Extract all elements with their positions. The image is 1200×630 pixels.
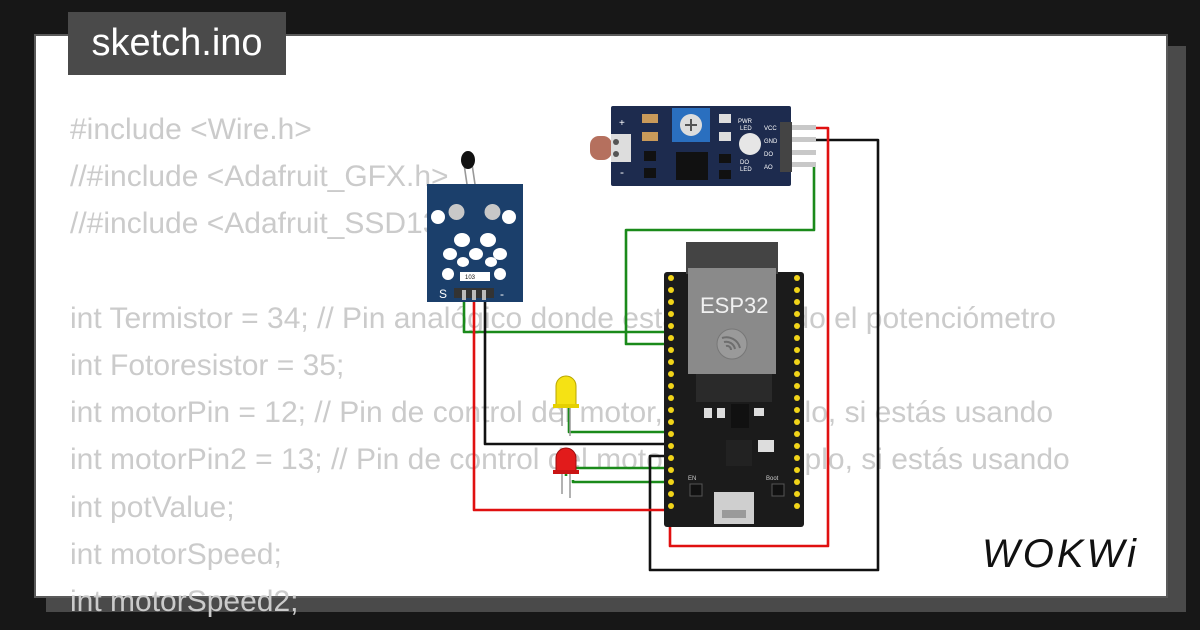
code-line: int potValue; [70, 490, 235, 524]
wire-ldr-vcc [668, 126, 830, 548]
ldr-plus-label: + [619, 118, 625, 129]
code-line: int Fotoresistor = 35; [70, 349, 345, 383]
pin-vcc-label: VCC [764, 126, 777, 132]
file-tab-sketch[interactable]: sketch.ino [68, 12, 286, 75]
svg-text:DO: DO [740, 160, 749, 166]
wire-led-red-1 [564, 466, 672, 476]
code-line: //#include <Adafruit_GFX.h> [70, 160, 449, 194]
circuit-diagram: + - PWR LED DO LED VCC GND [427, 106, 880, 572]
wire-led-yellow [567, 392, 672, 434]
ntc-pin-minus-label: - [500, 287, 504, 301]
pin-gnd-label: GND [764, 139, 778, 145]
led-red[interactable] [553, 447, 579, 498]
wokwi-logo: WOKWi [982, 532, 1139, 576]
svg-text:LED: LED [740, 167, 752, 173]
wire-ntc-signal [462, 298, 672, 334]
esp32-board[interactable]: ESP32 EN Boot [664, 242, 804, 527]
ntc-module[interactable]: 103 S - [427, 151, 523, 302]
esp32-label: ESP32 [700, 293, 769, 318]
wire-led-red-2 [571, 480, 672, 484]
esp32-en-label: EN [688, 476, 696, 482]
svg-text:LED: LED [740, 126, 752, 132]
ntc-pin-s-label: S [439, 287, 447, 301]
simulator-canvas[interactable]: #include <Wire.h> //#include <Adafruit_GF… [34, 34, 1168, 618]
code-line: #include <Wire.h> [70, 113, 312, 146]
code-line: int motorSpeed; [70, 537, 282, 571]
svg-text:PWR: PWR [738, 119, 753, 125]
ntc-resistor-code: 103 [465, 275, 476, 281]
ldr-module[interactable]: + - PWR LED DO LED VCC GND [590, 106, 816, 186]
pin-ao-label: AO [764, 165, 773, 171]
wire-ntc-gnd [483, 298, 672, 446]
code-line: int motorPin2 = 13; // Pin de control de… [70, 443, 1070, 477]
code-line: int motorSpeed2; [70, 585, 299, 619]
wire-ntc-vcc [472, 298, 672, 512]
pin-do-label: DO [764, 152, 773, 158]
led-yellow[interactable] [553, 375, 579, 436]
ldr-minus-label: - [620, 165, 624, 179]
esp32-boot-label: Boot [766, 476, 779, 482]
code-preview: #include <Wire.h> //#include <Adafruit_GF… [70, 106, 1070, 625]
wire-ao [624, 164, 816, 346]
wire-ldr-gnd [648, 138, 880, 572]
